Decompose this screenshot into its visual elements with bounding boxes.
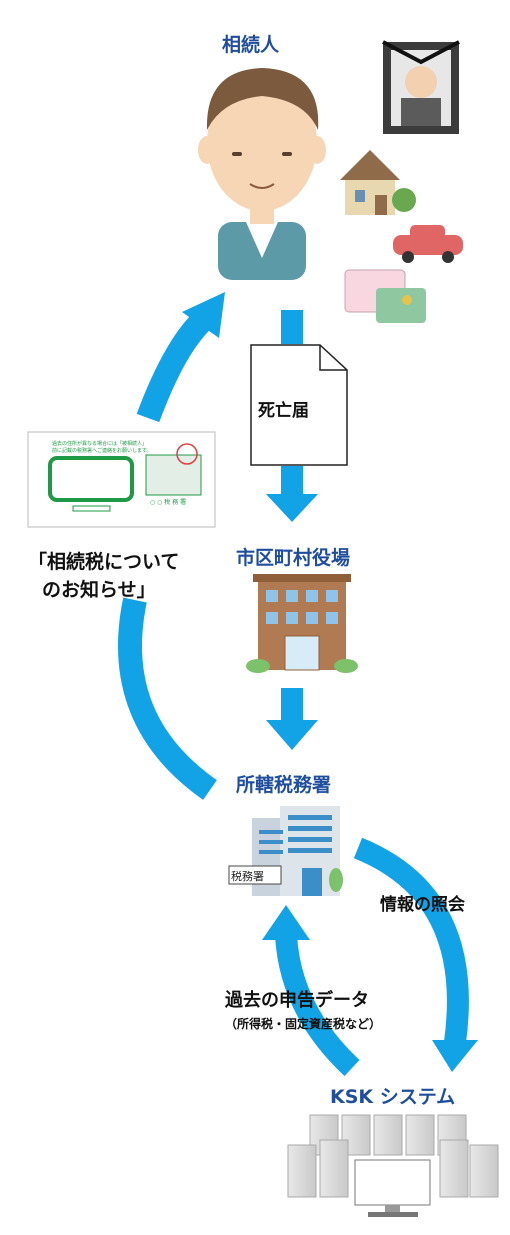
notice-postcard	[27, 431, 216, 528]
death-notice-document	[250, 344, 348, 466]
past-data-sublabel: （所得税・固定資産税など）	[225, 1017, 382, 1031]
memorial-portrait-icon	[382, 40, 460, 134]
tax-office-label: 所轄税務署	[236, 774, 332, 796]
arrow-heir-to-municipality	[266, 310, 318, 522]
postcard-office-name: ○ ○ 税 務 署	[150, 499, 187, 506]
postcard-header-line2: 前に記載の税務署へご連絡をお願いします。	[52, 448, 152, 454]
notice-title-line2: のお知らせ」	[42, 579, 156, 601]
bankbook-card-icon	[344, 269, 426, 323]
postcard-header-line1: 過去の住所が異なる場合には「被相続人」	[52, 441, 148, 447]
tax-office-building-illustration	[228, 806, 343, 896]
ksk-server-rack-illustration	[287, 1114, 499, 1198]
municipality-label: 市区町村役場	[236, 547, 351, 569]
ksk-system-label: KSK システム	[330, 1086, 456, 1108]
past-data-label: 過去の申告データ	[225, 990, 369, 1011]
death-notice-label: 死亡届	[258, 401, 309, 421]
arrow-notice-to-heir	[118, 292, 225, 800]
house-icon	[340, 150, 416, 215]
arrow-taxoffice-to-ksk	[353, 837, 478, 1072]
tax-office-sign: 税務署	[231, 870, 264, 883]
heir-label: 相続人	[222, 34, 280, 56]
car-icon	[393, 225, 463, 263]
heir-person-illustration	[198, 68, 326, 280]
arrow-municipality-to-taxoffice	[266, 688, 318, 750]
arrow-ksk-to-taxoffice	[262, 905, 360, 1077]
notice-title-line1: 「相続税について	[28, 551, 180, 573]
ksk-monitor-illustration	[354, 1159, 431, 1217]
inquiry-label: 情報の照会	[380, 895, 465, 915]
municipal-building-illustration	[246, 574, 358, 673]
